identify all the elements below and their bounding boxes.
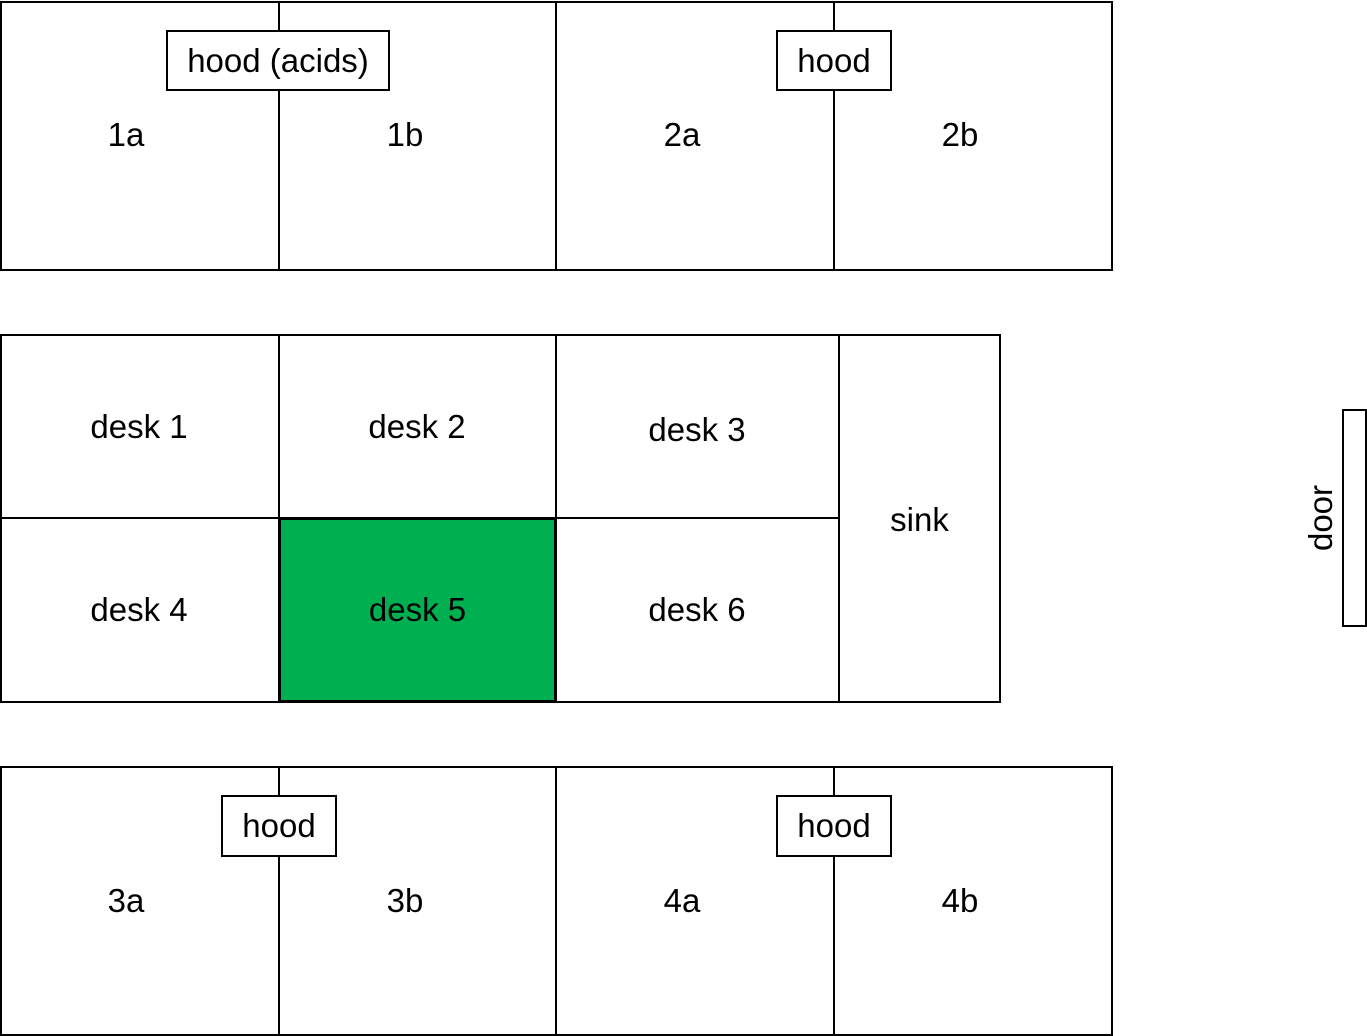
station-3b: 3b: [280, 866, 530, 936]
station-3b-label: 3b: [386, 882, 424, 919]
sink-label: sink: [890, 501, 949, 538]
hood-4-label: hood: [797, 807, 871, 844]
hood-acids: hood (acids): [166, 30, 390, 91]
desk-5-highlighted: desk 5: [279, 518, 556, 702]
bench-4-divider: [833, 766, 835, 1036]
hood-3: hood: [221, 795, 337, 857]
desk-4: desk 4: [0, 518, 278, 701]
hood-3-label: hood: [242, 807, 316, 844]
hood-2-label: hood: [797, 41, 871, 79]
desk-2-label: desk 2: [368, 407, 466, 445]
desk-1-label: desk 1: [90, 407, 188, 445]
bench-1-divider: [278, 1, 280, 271]
desk-col-divider-1: [278, 334, 280, 703]
hood-acids-label: hood (acids): [187, 41, 369, 79]
station-2b-label: 2b: [941, 116, 979, 153]
station-1b-label: 1b: [386, 116, 424, 153]
station-1a: 1a: [0, 100, 252, 170]
desk-4-label: desk 4: [90, 590, 188, 628]
station-4a: 4a: [557, 866, 807, 936]
station-2b: 2b: [835, 100, 1085, 170]
hood-4: hood: [776, 795, 892, 857]
desk-1: desk 1: [0, 335, 278, 518]
station-2a-label: 2a: [663, 116, 701, 153]
sink-area: sink: [840, 490, 999, 550]
station-4b: 4b: [835, 866, 1085, 936]
station-4b-label: 4b: [941, 882, 979, 919]
station-3a-label: 3a: [107, 882, 145, 919]
bench-3-divider: [278, 766, 280, 1036]
station-1b: 1b: [280, 100, 530, 170]
door-label: door: [1302, 484, 1339, 552]
door: [1342, 409, 1367, 627]
desk-6: desk 6: [556, 518, 838, 701]
desk-3-label: desk 3: [648, 410, 746, 448]
desk-5-label: desk 5: [368, 591, 467, 628]
station-2a: 2a: [557, 100, 807, 170]
hood-2: hood: [776, 30, 892, 91]
station-4a-label: 4a: [663, 882, 701, 919]
station-3a: 3a: [0, 866, 252, 936]
bench-2-divider: [833, 1, 835, 271]
desk-col-divider-2: [555, 334, 557, 703]
desk-2: desk 2: [278, 335, 556, 518]
sink: [838, 334, 1001, 703]
desk-6-label: desk 6: [648, 590, 746, 628]
desk-3: desk 3: [556, 338, 838, 521]
station-1a-label: 1a: [107, 116, 145, 153]
desk-row-divider: [0, 517, 840, 519]
